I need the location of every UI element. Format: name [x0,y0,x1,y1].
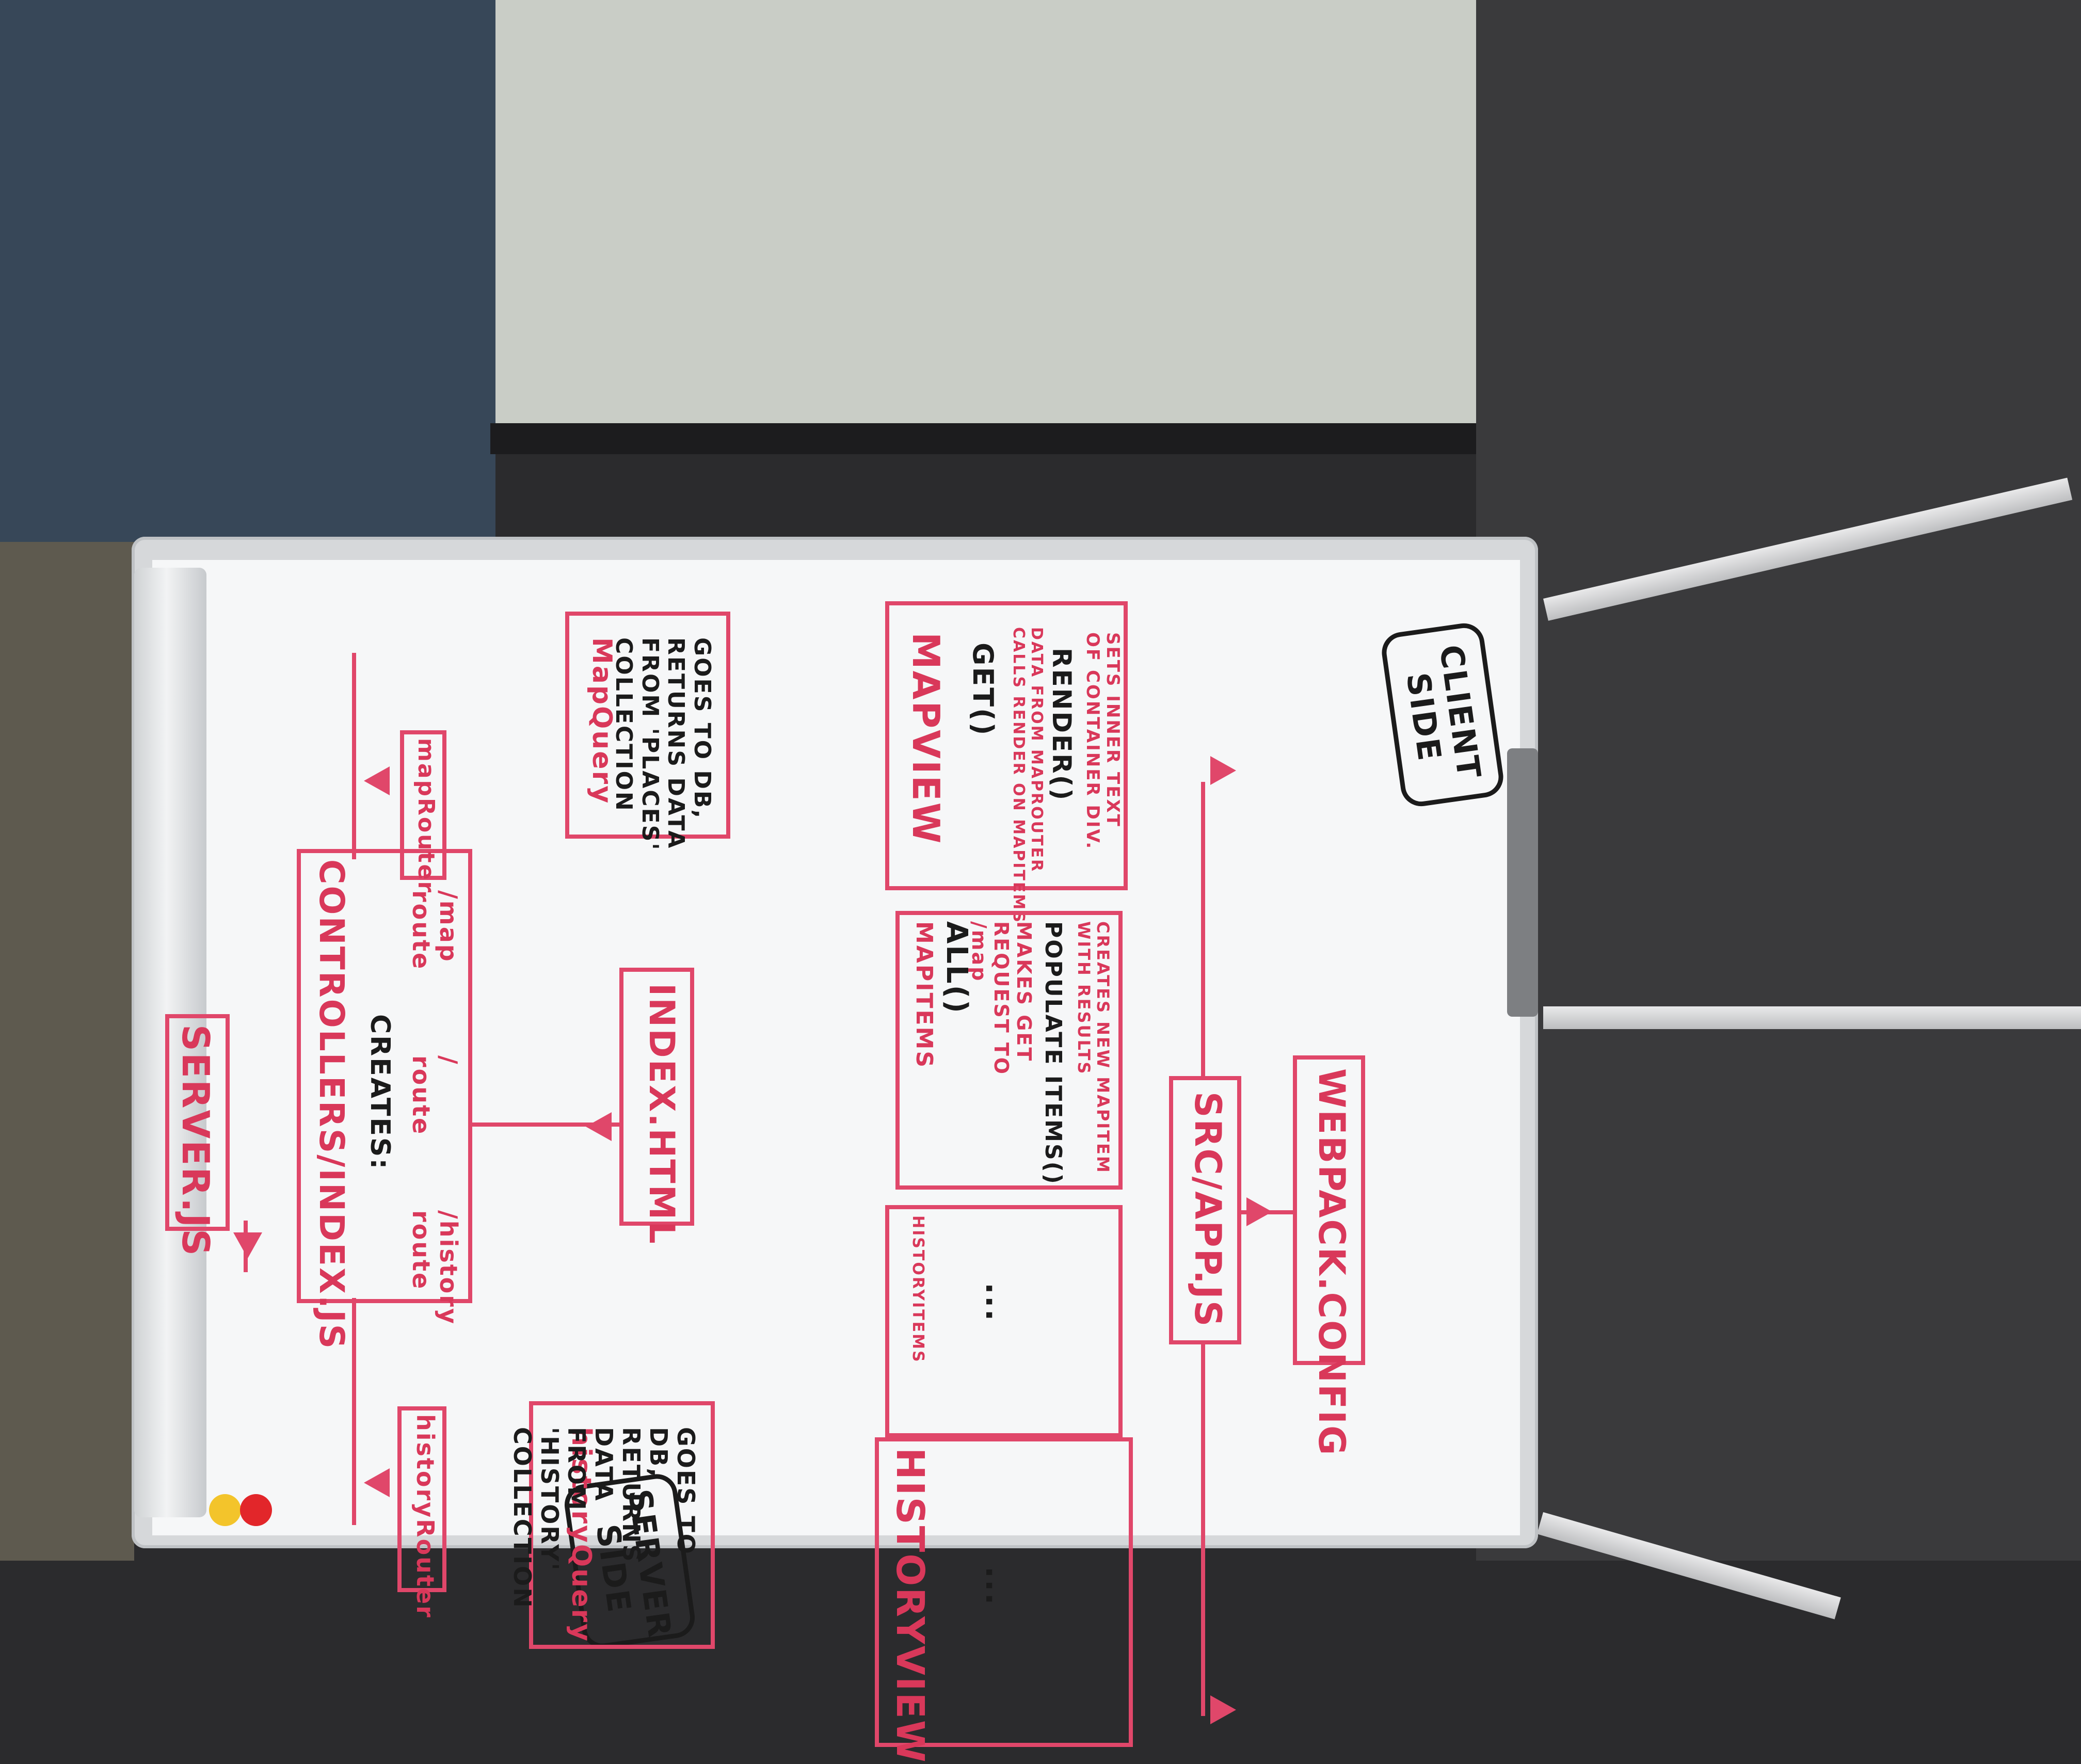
whiteboard-surface [152,560,1520,1535]
map-items-request: MAKES GET REQUEST TO /map [967,921,1035,1076]
src-app-label: SRC/APP.JS [1187,1092,1229,1328]
arrow-to-controllers [233,1232,262,1258]
shelf-left [0,542,134,1561]
magnet-red [240,1494,272,1526]
controllers-label: CONTROLLERS/INDEX.JS [312,859,351,1351]
blue-wall [0,0,495,557]
side-clip [1507,748,1538,1017]
history-route-label: /history route [407,1210,462,1325]
stand-leg-middle [1543,1006,2081,1029]
history-items-dots: ... [979,1282,1015,1323]
arrow-to-app [1246,1197,1272,1226]
slash-route-label: / route [407,1055,462,1136]
webpack-label: WEBPACK.CONFIG [1310,1068,1353,1457]
creates-label: CREATES: [364,1014,395,1171]
history-items-label: HISTORYITEMS [909,1215,927,1364]
magnet-yellow [209,1494,241,1526]
index-html-label: INDEX.HTML [641,983,682,1245]
map-view-sets: SETS INNER TEXT OF CONTAINER DIV. [1082,632,1123,851]
map-view-data: DATA FROM MAPROUTER CALLS RENDER ON MAPI… [1010,627,1046,924]
map-items-label: MAPITEMS [911,921,937,1069]
glass-wall [495,0,1476,434]
connector-controllers-maprouter [352,653,356,859]
server-js-label: SERVER.JS [174,1024,217,1258]
carpet [1476,0,2081,1561]
connector-controllers-historyrouter [352,1298,356,1525]
arrow-to-historyrouter [364,1468,390,1497]
marker-tray [134,568,206,1517]
map-view-label: MAPVIEW [904,632,948,845]
arrow-to-historyview [1210,1695,1236,1724]
history-router-label: historyRouter [411,1414,439,1619]
map-items-populate: POPULATE ITEMS() [1040,921,1066,1185]
map-route-label: /map route [407,890,462,971]
map-router-label: mapRouter [413,738,439,894]
diagram: SERVER SIDE CLIENT SIDE SERVER.JS CONTRO… [152,560,1520,1764]
history-view-dots: ... [979,1566,1015,1607]
history-query-desc: GOES TO DB, RETURNS DATA FROM 'HISTORY' … [508,1427,700,1609]
arrow-to-mapview [1210,756,1236,785]
arrow-to-maprouter [364,766,390,795]
connector-app-historyview [1201,1344,1205,1716]
map-items-creates: CREATES NEW MAPITEM WITH RESULTS [1074,921,1113,1174]
map-view-render: RENDER() [1047,648,1077,802]
history-view-label: HISTORYVIEW [888,1448,932,1764]
map-view-get: GET() [967,643,999,737]
arrow-to-index [586,1112,612,1141]
connector-app-mapview [1201,782,1205,1076]
map-query-desc: GOES TO DB, RETURNS DATA FROM 'PLACES' C… [611,637,715,852]
